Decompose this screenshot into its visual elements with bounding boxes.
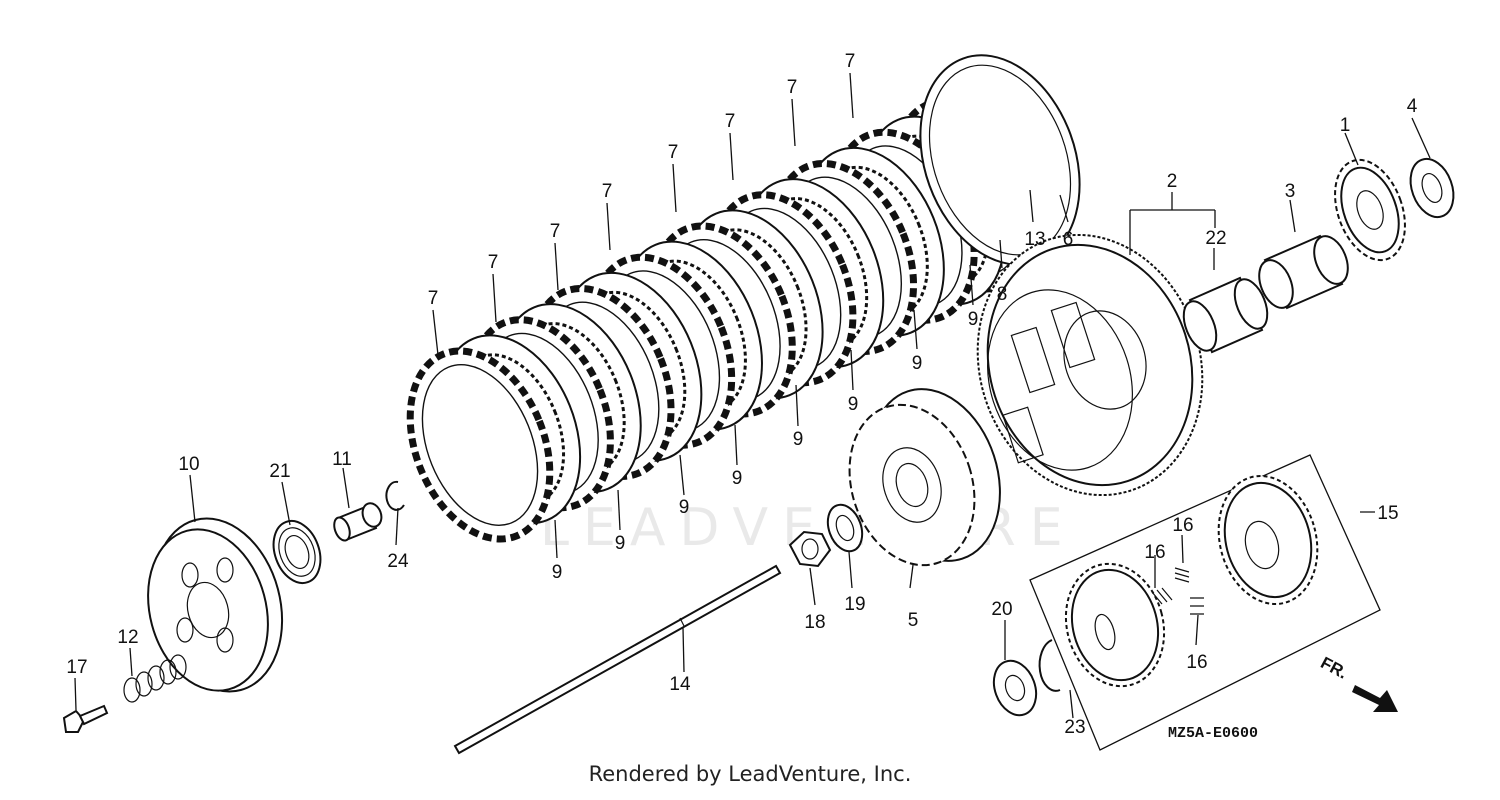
callout-11: 11: [332, 449, 352, 470]
callout-16-2: 16: [1144, 542, 1165, 563]
part-24-circlip: [385, 480, 405, 511]
callout-2: 2: [1167, 171, 1178, 192]
callout-leader-line: [554, 242, 559, 291]
callout-24: 24: [387, 551, 409, 572]
callout-9-1: 9: [552, 562, 563, 583]
callout-5: 5: [908, 610, 919, 631]
callout-1: 1: [1340, 115, 1351, 136]
callout-21: 21: [269, 461, 290, 482]
callout-10: 10: [178, 454, 199, 475]
callout-leader-line: [795, 384, 799, 427]
part-12-spring: [123, 654, 187, 703]
footer-credit: Rendered by LeadVenture, Inc.: [588, 762, 912, 786]
callout-8: 8: [997, 284, 1008, 305]
callout-9-3: 9: [679, 497, 690, 518]
callout-18: 18: [804, 612, 825, 633]
part-21-bearing: [272, 520, 322, 584]
callout-leader-line: [679, 454, 685, 496]
part-18-nut: [788, 530, 832, 568]
part-23-circlip: [1038, 639, 1061, 692]
callout-22: 22: [1205, 228, 1226, 249]
callout-19: 19: [844, 594, 865, 615]
part-10-pressure-plate: [147, 517, 284, 693]
callout-leader-line: [849, 72, 854, 119]
callout-9-6: 9: [848, 394, 859, 415]
callout-leader-line: [969, 264, 974, 306]
callout-leader-line: [850, 349, 854, 391]
callout-17: 17: [66, 657, 87, 678]
callout-leader-line: [606, 202, 611, 251]
callout-leader-line: [432, 309, 439, 356]
callout-3: 3: [1285, 181, 1296, 202]
clutch-plate-stack: [406, 97, 1039, 543]
callout-leader-line: [791, 98, 796, 147]
callout-9-4: 9: [732, 468, 743, 489]
part-15-group-bracket: [1029, 454, 1381, 751]
callout-14: 14: [669, 674, 691, 695]
callout-leader-line: [913, 309, 918, 350]
part-17-bolt: [62, 704, 109, 733]
part-20-washer: [992, 659, 1038, 717]
part-22-needle-bearing: [1182, 276, 1269, 354]
callout-leader-line: [729, 132, 734, 181]
callout-12: 12: [117, 627, 138, 648]
callout-leader-line: [617, 489, 621, 531]
callout-9-5: 9: [793, 429, 804, 450]
part-4-washer: [1409, 157, 1455, 219]
callout-6: 6: [1063, 229, 1074, 250]
callout-23: 23: [1064, 717, 1085, 738]
callout-9-2: 9: [615, 533, 626, 554]
part-5-clutch-center: [848, 388, 1001, 567]
part-2-clutch-outer: [976, 233, 1204, 497]
callout-7-7: 7: [787, 77, 798, 98]
callout-7-4: 7: [602, 181, 613, 202]
callout-16-1: 16: [1172, 515, 1193, 536]
callout-7-2: 7: [488, 252, 499, 273]
callout-leader-line: [492, 273, 497, 323]
callout-7-5: 7: [668, 142, 679, 163]
part-3-collar: [1258, 234, 1349, 310]
part-23-side-plate: [1064, 562, 1166, 688]
callout-20: 20: [991, 599, 1012, 620]
part-11-lifter-piece: [333, 502, 383, 542]
callout-leader-line: [672, 163, 677, 213]
callout-7-1: 7: [428, 288, 439, 309]
part-1-sprocket: [1334, 158, 1406, 262]
callout-9-7: 9: [912, 353, 923, 374]
part-16-springs: [1151, 567, 1204, 615]
callout-16-3: 16: [1186, 652, 1207, 673]
callout-labels: 1 2 3 4 5 6 7 7 7 7 7 7 7 7 7 8 9 9 9 9 …: [66, 51, 1417, 738]
callout-7-6: 7: [725, 111, 736, 132]
part-19-washer: [826, 503, 864, 553]
part-14-pushrod: [453, 564, 782, 755]
front-direction-label: FR.: [1318, 653, 1351, 683]
callout-leader-line: [734, 424, 738, 466]
front-direction-arrow: [1352, 685, 1398, 712]
callout-leader-lines: [74, 72, 1431, 719]
diagram-code: MZ5A-E0600: [1168, 725, 1258, 742]
callout-leader-line: [554, 519, 558, 559]
part-6-ring: [919, 54, 1081, 266]
callout-7-8: 7: [845, 51, 856, 72]
part-15-gear: [1217, 474, 1319, 606]
callout-4: 4: [1407, 96, 1418, 117]
friction-disk: [406, 347, 554, 543]
callout-13: 13: [1024, 229, 1045, 250]
callout-7-3: 7: [550, 221, 561, 242]
callout-9-8: 9: [968, 309, 979, 330]
callout-15: 15: [1377, 503, 1398, 524]
